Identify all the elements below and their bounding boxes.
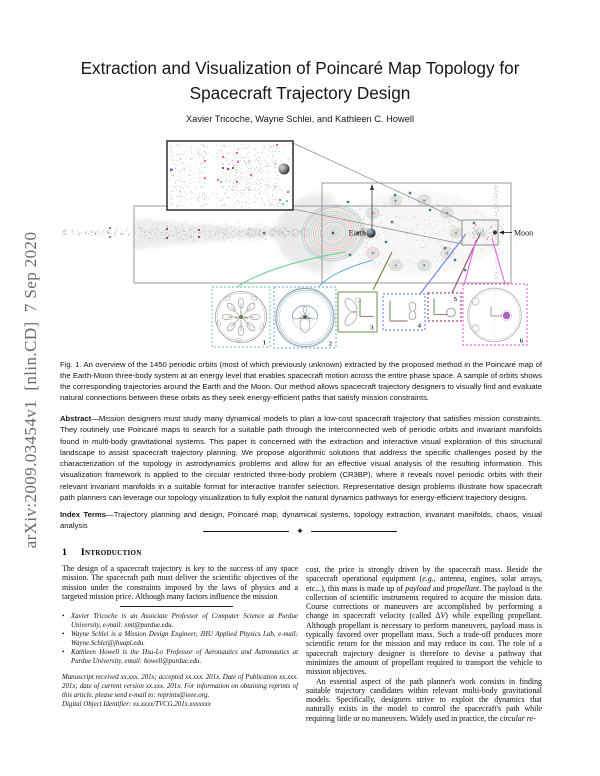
section-1-heading: 1 Introduction (62, 547, 298, 558)
chaotic-band-scatter (134, 219, 310, 246)
authors-line: Xavier Tricoche, Wayne Schlei, and Kathl… (185, 114, 415, 124)
moon-wing-scatter (461, 184, 534, 281)
paper-title-line1: Extraction and Visualization of Poincaré… (80, 58, 520, 78)
figure-caption: Fig. 1. An overview of the 1450 periodic… (60, 359, 542, 403)
orbit-box-2: 22 (273, 286, 337, 349)
bullet-icon: • (62, 631, 65, 639)
orbit-number-label: 4 (418, 323, 422, 330)
orbit-connector-line (317, 259, 374, 289)
moon-zoom-rectangle (461, 219, 499, 246)
orbit-box-6: 66 (462, 283, 528, 346)
svg-text:1: 1 (263, 340, 266, 347)
map-frame-tall (321, 182, 512, 284)
svg-text:4: 4 (418, 323, 422, 330)
separator-line-left (203, 531, 290, 532)
footnote-author-1: • Xavier Tricoche is an Associate Profes… (62, 613, 298, 630)
svg-text:6: 6 (520, 338, 524, 345)
orbit-box-1: 11 (211, 286, 271, 348)
manuscript-note: Manuscript received xx.xxx. 201x; accept… (62, 674, 298, 700)
index-terms: Index Terms—Trajectory planning and desi… (60, 509, 542, 532)
moon-marker: Moon (499, 229, 533, 238)
kam-island-rings (301, 204, 365, 262)
orbit-connector-line (419, 233, 467, 295)
earth-label: Earth (349, 229, 366, 238)
orbit-box-5: 55 (427, 292, 462, 322)
separator-line-right (310, 531, 397, 532)
svg-text:5: 5 (454, 296, 457, 303)
earth-marker: Earth (349, 184, 376, 238)
inset-moon-sphere (278, 163, 290, 175)
footnote-rule (120, 606, 233, 608)
bullet-icon: • (62, 613, 65, 621)
left-arrow-icon (499, 230, 504, 235)
intro-paragraph-1: The design of a spacecraft trajectory is… (62, 564, 298, 601)
orbit-number-label: 2 (329, 341, 332, 348)
author-footnotes: • Xavier Tricoche is an Associate Profes… (62, 612, 298, 666)
bullet-icon: • (62, 649, 65, 657)
intro-paragraph-3: An essential aspect of the path planner'… (306, 676, 542, 723)
orbit-connector-line (372, 251, 393, 291)
orbit-number-label: 5 (454, 296, 457, 303)
index-terms-text: —Trajectory planning and design, Poincar… (60, 510, 542, 531)
section-separator: ✦ (0, 527, 600, 536)
orbit-number-label: 6 (520, 338, 524, 345)
doi-note: Digital Object Identifier: xx.xxxx/TVCG.… (62, 701, 211, 709)
orbit-box-4: 44 (382, 293, 426, 331)
orbit-connector-line (463, 239, 477, 286)
orbit-connector-line (236, 251, 346, 288)
svg-text:3: 3 (370, 325, 373, 332)
abstract-text: —Mission designers must study many dynam… (60, 414, 542, 503)
moon-dot (492, 230, 498, 235)
chaotic-sea-scatter (346, 191, 505, 272)
footnote-author-3: • Kathleen Howell is the Hsu-Lo Professo… (62, 649, 298, 666)
section-title: Introduction (80, 547, 142, 558)
earth-sphere (366, 228, 376, 238)
inset-blue-marker (170, 168, 173, 172)
paper-title: Extraction and Visualization of Poincaré… (0, 56, 600, 106)
moon-label: Moon (514, 229, 533, 238)
left-tail-scatter (59, 221, 131, 238)
orbit-number-label: 1 (263, 340, 266, 347)
footnote-author-2: • Wayne Schlei is a Mission Design Engin… (62, 631, 298, 648)
intro-paragraph-2: cost, the price is strongly driven by th… (306, 565, 542, 677)
figure-caption-label: Fig. 1. (60, 360, 82, 369)
section-number: 1 (62, 547, 67, 558)
left-column: 1 Introduction The design of a spacecraft… (62, 547, 298, 709)
figure-caption-text: An overview of the 1450 periodic orbits … (60, 360, 542, 402)
purple-fixed-point (502, 311, 511, 320)
abstract: Abstract—Mission designers must study ma… (60, 413, 542, 503)
inset-detail-view (166, 140, 294, 211)
right-column: cost, the price is strongly driven by th… (306, 565, 542, 723)
index-terms-label: Index Terms (60, 510, 106, 519)
paper-title-line2: Spacecraft Trajectory Design (189, 83, 411, 103)
orbit-box-3: 33 (337, 291, 378, 333)
up-arrow-icon (369, 184, 375, 190)
orbit-connector-line (491, 237, 506, 285)
svg-text:2: 2 (329, 341, 332, 348)
abstract-label: Abstract (60, 414, 92, 423)
orbit-number-label: 3 (370, 325, 373, 332)
diamond-ornament: ✦ (296, 526, 304, 536)
